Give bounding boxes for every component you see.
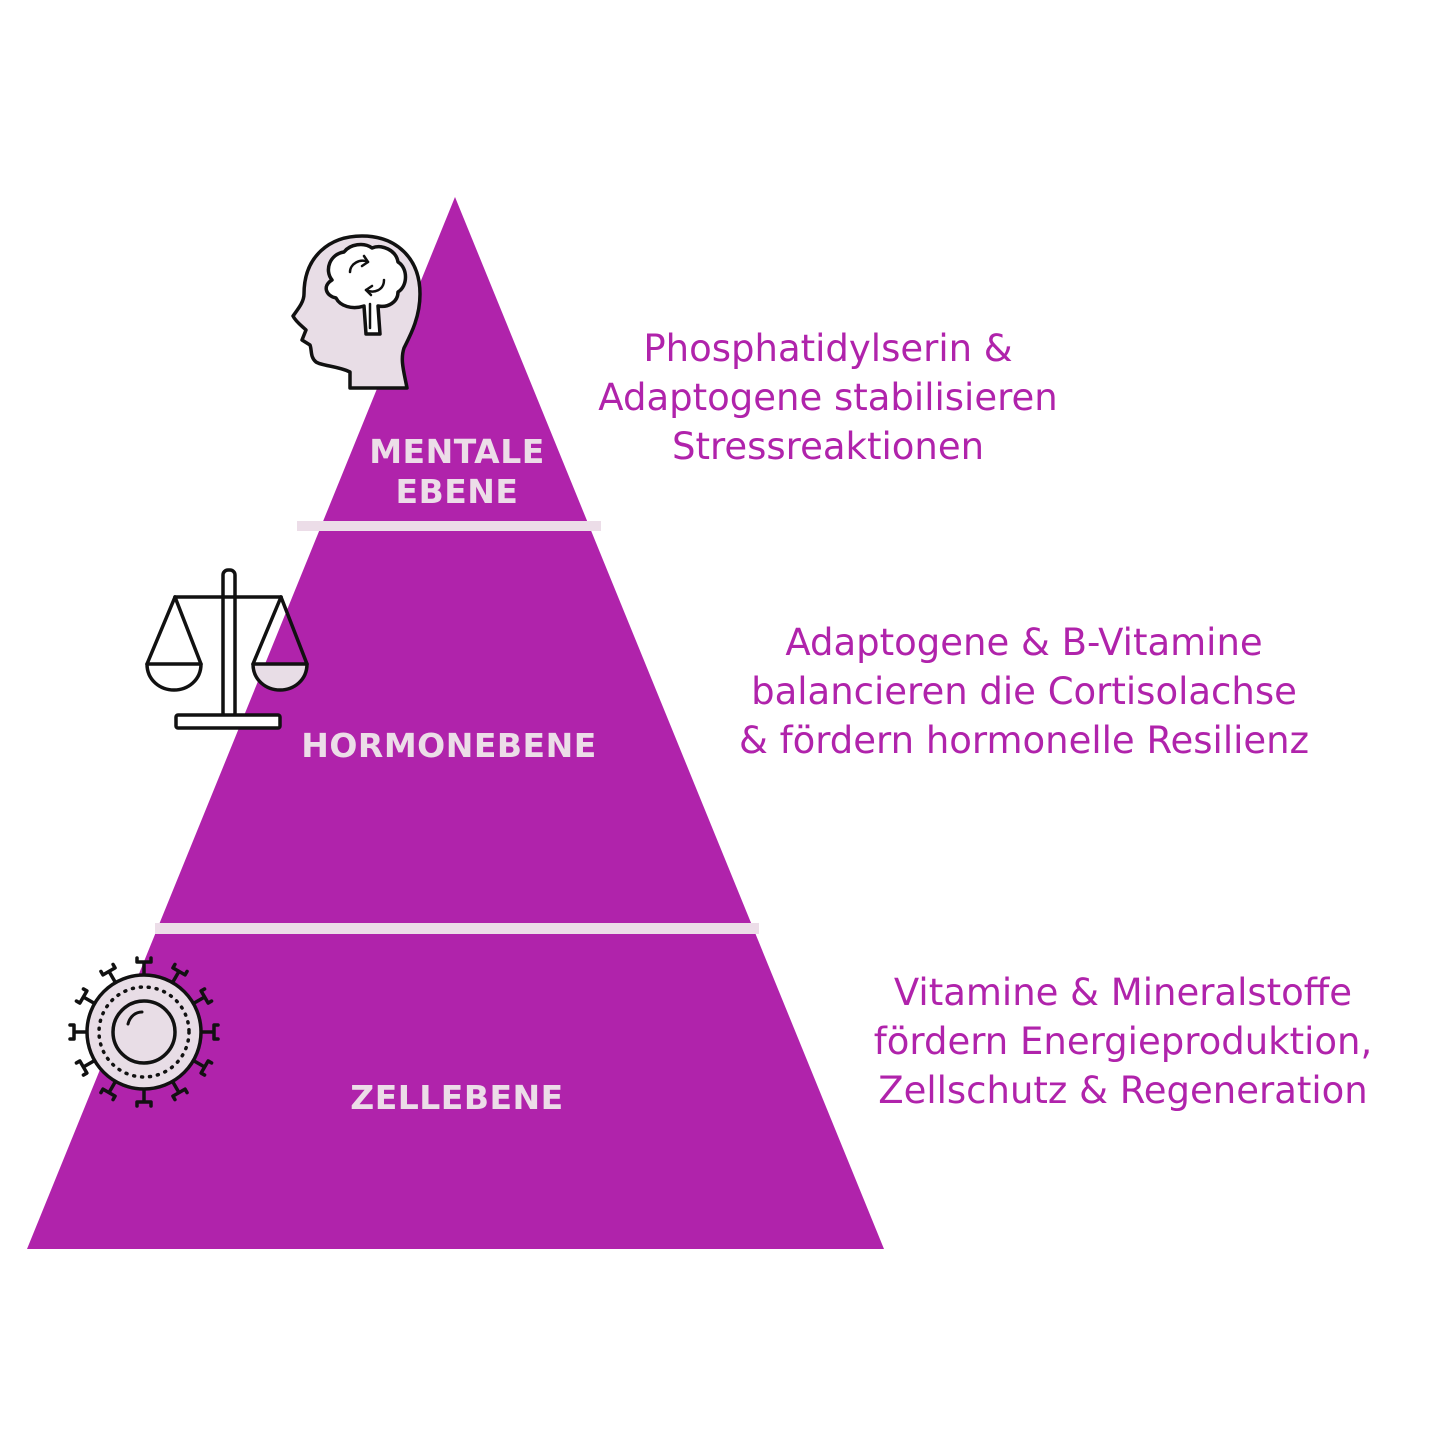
cell-receptor — [170, 1079, 189, 1102]
cell-receptor — [74, 1058, 97, 1077]
balance-scale-icon — [145, 568, 309, 730]
cell-receptor — [191, 1058, 214, 1077]
description-hormone: Adaptogene & B-Vitamine balancieren die … — [739, 618, 1309, 765]
divider-bottom — [155, 923, 759, 934]
description-cell-line-2: fördern Energieproduktion, — [873, 1020, 1373, 1063]
level-label-mental-line-1: MENTALE — [369, 432, 545, 471]
pyramid-shape — [27, 197, 884, 1249]
cell-receptor — [135, 1087, 153, 1108]
cell-receptor — [170, 962, 189, 985]
description-cell: Vitamine & Mineralstoffe fördern Energie… — [874, 968, 1372, 1115]
level-label-mental-line-2: EBENE — [395, 472, 519, 511]
cell-receptor — [74, 987, 97, 1006]
cell-icon — [68, 956, 220, 1108]
level-label-hormone: HORMONEBENE — [301, 726, 597, 766]
cell-receptor — [99, 962, 118, 985]
level-label-cell-line-1: ZELLEBENE — [350, 1078, 564, 1117]
description-hormone-line-2: balancieren die Cortisolachse — [751, 670, 1297, 713]
head-brain-icon — [291, 234, 422, 390]
description-hormone-line-3: & fördern hormonelle Resilienz — [738, 719, 1310, 762]
description-cell-line-1: Vitamine & Mineralstoffe — [893, 971, 1353, 1014]
description-mental-line-3: Stressreaktionen — [671, 425, 985, 468]
description-mental: Phosphatidylserin & Adaptogene stabilisi… — [598, 324, 1057, 471]
cell-receptor — [191, 987, 214, 1006]
level-label-hormone-line-1: HORMONEBENE — [301, 726, 597, 765]
cell-receptor — [68, 1023, 89, 1041]
level-label-cell: ZELLEBENE — [350, 1078, 563, 1118]
cell-receptor — [135, 956, 153, 977]
description-hormone-line-1: Adaptogene & B-Vitamine — [785, 621, 1263, 664]
divider-top — [297, 521, 601, 531]
description-mental-line-1: Phosphatidylserin & — [643, 327, 1013, 370]
cell-receptor — [99, 1079, 118, 1102]
description-cell-line-3: Zellschutz & Regeneration — [878, 1069, 1368, 1112]
level-label-mental: MENTALE EBENE — [369, 432, 545, 512]
cell-receptor — [199, 1023, 220, 1041]
description-mental-line-2: Adaptogene stabilisieren — [598, 376, 1058, 419]
